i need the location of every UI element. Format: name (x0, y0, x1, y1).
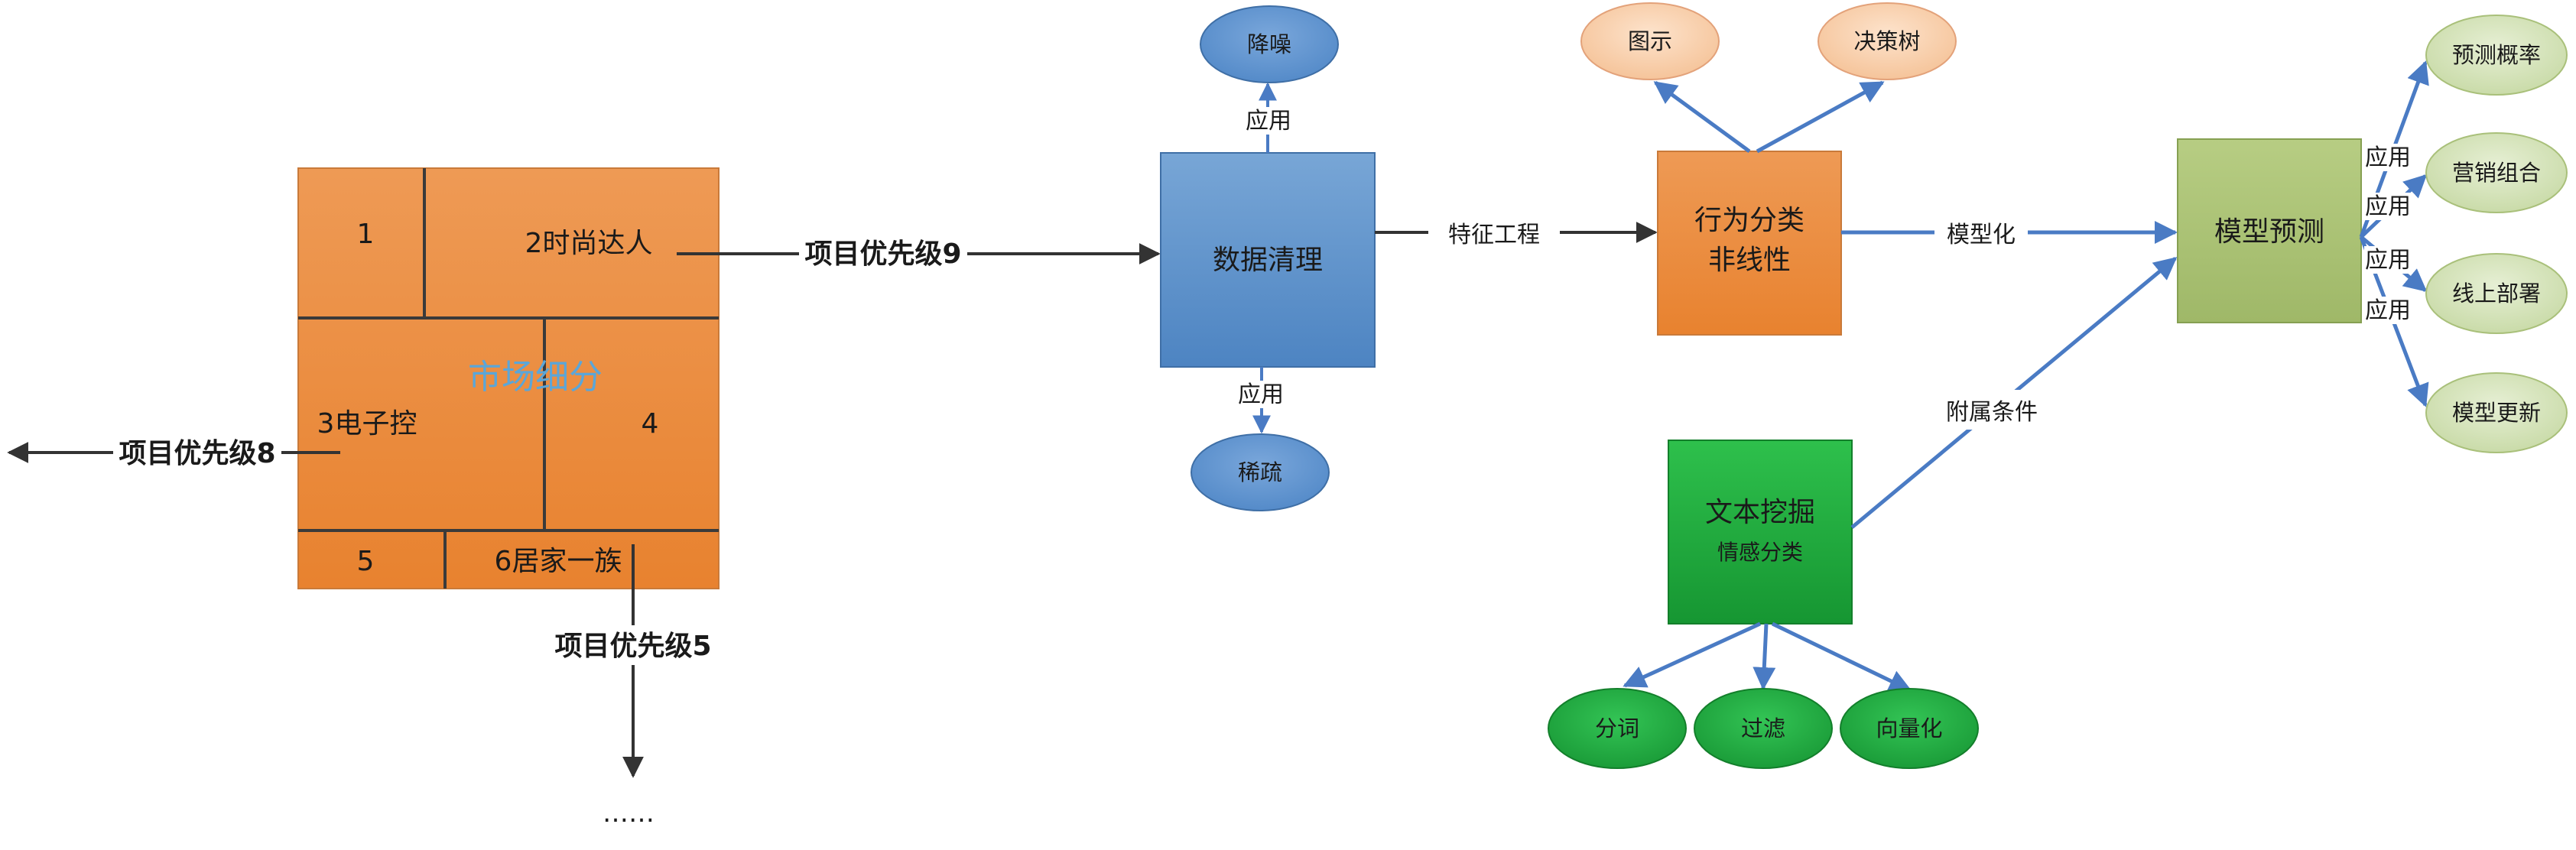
chart-label: 图示 (1628, 28, 1672, 54)
out4-oval (2425, 372, 2568, 453)
cleaning-apply-top: 应用 (1246, 108, 1291, 135)
behavior-box (1657, 151, 1842, 336)
label-bg (2364, 297, 2412, 324)
priority9-label: 项目优先级9 (804, 238, 961, 270)
behavior-line1: 行为分类 (1694, 205, 1804, 236)
segment-1: 1 (357, 219, 375, 250)
tree-oval (1817, 2, 1957, 80)
behavior-line2: 非线性 (1708, 245, 1791, 276)
out2-label: 营销组合 (2452, 160, 2541, 186)
label-bg (2364, 193, 2412, 220)
seg-arrow (1623, 621, 1762, 688)
model-apply-4: 应用 (2365, 297, 2411, 324)
out1-label: 预测概率 (2452, 42, 2541, 68)
text-mining-subtitle: 情感分类 (1717, 540, 1803, 565)
filter-oval (1694, 688, 1833, 769)
vector-oval (1840, 688, 1979, 769)
chart-oval (1580, 2, 1720, 80)
text-mining-box (1668, 440, 1853, 625)
model-box (2177, 138, 2362, 323)
label-bg (113, 433, 281, 472)
data-cleaning-node: 数据清理 (1160, 152, 1376, 368)
sparse-label: 稀疏 (1238, 459, 1282, 485)
model-apply-2: 应用 (2365, 193, 2411, 220)
tree-arrow (1756, 80, 1885, 154)
out2-oval (2425, 132, 2568, 213)
feature-label: 特征工程 (1448, 222, 1540, 248)
label-bg (1934, 212, 2028, 252)
label-bg (2364, 144, 2412, 171)
label-bg (1245, 107, 1292, 135)
label-bg (1237, 381, 1285, 408)
segment-3: 3电子控 (317, 408, 417, 440)
chart-arrow (1653, 80, 1751, 154)
segment-6: 6居家一族 (495, 546, 622, 577)
data-cleaning-title: 数据清理 (1213, 245, 1323, 276)
vector-arrow (1771, 621, 1912, 693)
label-bg (1428, 212, 1560, 252)
label-bg (2364, 246, 2412, 274)
tree-label: 决策树 (1853, 28, 1920, 54)
sparse-oval (1191, 433, 1330, 511)
label-bg (1927, 390, 2057, 430)
model-apply-1: 应用 (2365, 144, 2411, 171)
seg-oval (1548, 688, 1687, 769)
priority8-label: 项目优先级8 (119, 438, 275, 469)
filter-label: 过滤 (1741, 715, 1785, 741)
out1-oval (2425, 15, 2568, 96)
text-mining-node: 文本挖掘 情感分类 (1668, 440, 1853, 625)
model-node: 模型预测 (2177, 138, 2362, 323)
ellipsis-text: …… (603, 798, 655, 829)
attach-label: 附属条件 (1946, 399, 2038, 426)
market-title: 市场细分 (468, 358, 603, 397)
label-bg (549, 625, 717, 665)
segment-2: 2时尚达人 (525, 228, 653, 259)
out4-label: 模型更新 (2452, 400, 2541, 426)
market-segmentation-block: 市场细分 1 2时尚达人 3电子控 4 5 6居家一族 (297, 167, 720, 589)
priority5-label: 项目优先级5 (554, 631, 711, 662)
behavior-node: 行为分类 非线性 (1657, 151, 1842, 336)
segment-4: 4 (642, 408, 659, 440)
segment-5: 5 (357, 546, 375, 577)
seg-label: 分词 (1595, 715, 1639, 741)
vector-label: 向量化 (1876, 715, 1942, 741)
modeling-label: 模型化 (1947, 222, 2016, 248)
model-apply-3: 应用 (2365, 247, 2411, 274)
model-title: 模型预测 (2214, 216, 2324, 248)
market-box (297, 167, 720, 589)
out3-oval (2425, 253, 2568, 334)
out3-label: 线上部署 (2452, 281, 2541, 307)
label-bg (799, 233, 967, 273)
data-cleaning-box (1160, 152, 1376, 368)
text-mining-title: 文本挖掘 (1705, 497, 1815, 528)
denoise-label: 降噪 (1247, 31, 1291, 57)
filter-arrow (1753, 623, 1776, 690)
denoise-oval (1200, 5, 1339, 83)
cleaning-apply-bottom: 应用 (1238, 381, 1284, 408)
